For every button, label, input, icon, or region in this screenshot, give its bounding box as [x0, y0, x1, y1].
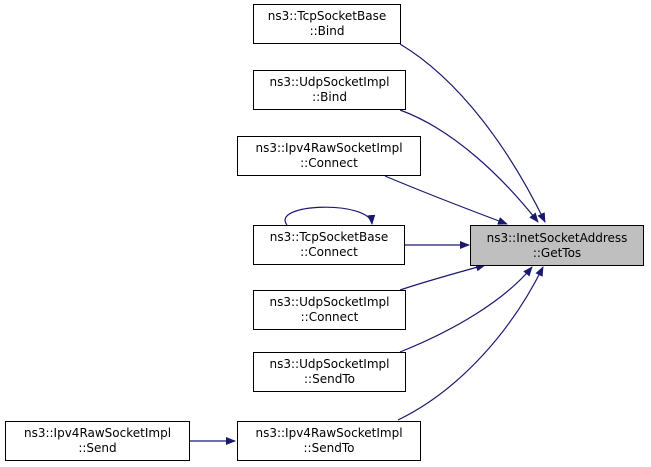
node-udp-socket-impl-bind[interactable]: ns3::UdpSocketImpl ::Bind	[253, 70, 406, 110]
edge-ipv4-sendto-to-target	[397, 266, 544, 421]
node-label-line2: ::Connect	[300, 156, 358, 170]
node-label-line2: ::Bind	[312, 90, 347, 104]
node-label-line2: ::Connect	[300, 310, 359, 324]
node-udp-socket-impl-sendto[interactable]: ns3::UdpSocketImpl ::SendTo	[253, 352, 406, 392]
node-tcp-socket-base-bind[interactable]: ns3::TcpSocketBase ::Bind	[253, 4, 401, 44]
node-udp-socket-impl-connect[interactable]: ns3::UdpSocketImpl ::Connect	[253, 290, 406, 330]
node-label-line2: ::Send	[78, 441, 117, 455]
node-label-line1: ns3::TcpSocketBase	[269, 230, 389, 244]
edge-udp-sendto-to-target	[399, 266, 533, 353]
edge-ipv4-connect-to-target	[384, 175, 508, 225]
node-label-line2: ::SendTo	[303, 441, 355, 455]
node-label-line2: ::Connect	[300, 245, 358, 259]
edge-udp-connect-to-target	[399, 263, 486, 291]
node-tcp-socket-base-connect[interactable]: ns3::TcpSocketBase ::Connect	[253, 225, 405, 265]
edge-tcp-connect-self-loop	[284, 206, 376, 226]
node-ipv4-raw-socket-impl-sendto[interactable]: ns3::Ipv4RawSocketImpl ::SendTo	[237, 421, 421, 461]
node-label-line2: ::Bind	[309, 24, 345, 38]
node-label-line1: ns3::UdpSocketImpl	[269, 357, 390, 371]
edge-udp-bind-to-target	[399, 109, 539, 223]
node-label-line1: ns3::Ipv4RawSocketImpl	[255, 141, 403, 155]
node-ipv4-raw-socket-impl-send[interactable]: ns3::Ipv4RawSocketImpl ::Send	[5, 421, 190, 461]
edge-tcp-bind-to-target	[399, 43, 546, 223]
node-label-line1: ns3::InetSocketAddress	[486, 230, 628, 245]
node-label-line1: ns3::TcpSocketBase	[267, 9, 387, 23]
node-label-line1: ns3::UdpSocketImpl	[269, 75, 390, 89]
node-label-line2: ::SendTo	[304, 372, 355, 386]
node-inet-socket-address-get-tos[interactable]: ns3::InetSocketAddress ::GetTos	[470, 225, 644, 266]
node-label-line1: ns3::Ipv4RawSocketImpl	[23, 426, 172, 440]
node-ipv4-raw-socket-impl-connect[interactable]: ns3::Ipv4RawSocketImpl ::Connect	[237, 136, 421, 176]
node-label-line2: ::GetTos	[532, 245, 582, 260]
node-label-line1: ns3::UdpSocketImpl	[269, 295, 390, 309]
node-label-line1: ns3::Ipv4RawSocketImpl	[255, 426, 403, 440]
